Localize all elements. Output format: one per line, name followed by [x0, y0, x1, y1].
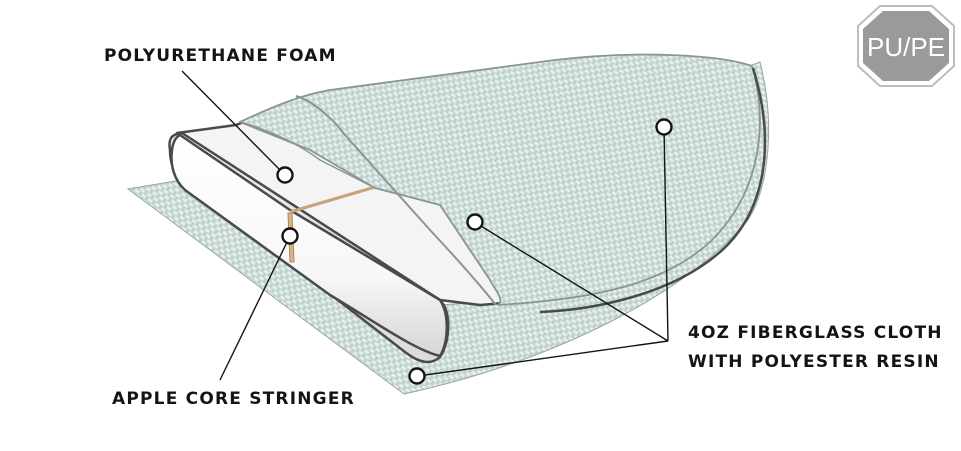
cloth-fold-edge — [239, 121, 376, 189]
foam-cut-face — [170, 133, 448, 358]
badge-label: PU/PE — [867, 32, 945, 62]
cloth-marker-bottom — [408, 367, 426, 385]
stringer-top-line — [289, 185, 376, 214]
cloth-leader-line-3 — [417, 340, 669, 377]
foam-label: POLYURETHANE FOAM — [104, 46, 337, 66]
cloth-marker-deck — [655, 118, 673, 136]
cloth-rail-wrap — [539, 67, 767, 314]
top-fiberglass-cloth — [239, 53, 761, 306]
cloth-label-line1: 4OZ FIBERGLASS CLOTH — [688, 323, 943, 343]
foam-marker — [276, 166, 294, 184]
cloth-fold-line — [295, 95, 497, 306]
stringer-leader-line — [219, 235, 291, 381]
foam-leader-line — [181, 70, 285, 175]
cloth-label-line2: WITH POLYESTER RESIN — [688, 352, 940, 372]
cloth-leader-line-2 — [663, 127, 669, 342]
cloth-marker-lap — [466, 213, 484, 231]
badge-hexagon — [863, 11, 949, 81]
pupe-badge: PU/PE — [857, 5, 955, 87]
stringer-label: APPLE CORE STRINGER — [112, 389, 355, 409]
cloth-leader-line-1 — [475, 222, 669, 342]
stringer-marker — [281, 227, 299, 245]
